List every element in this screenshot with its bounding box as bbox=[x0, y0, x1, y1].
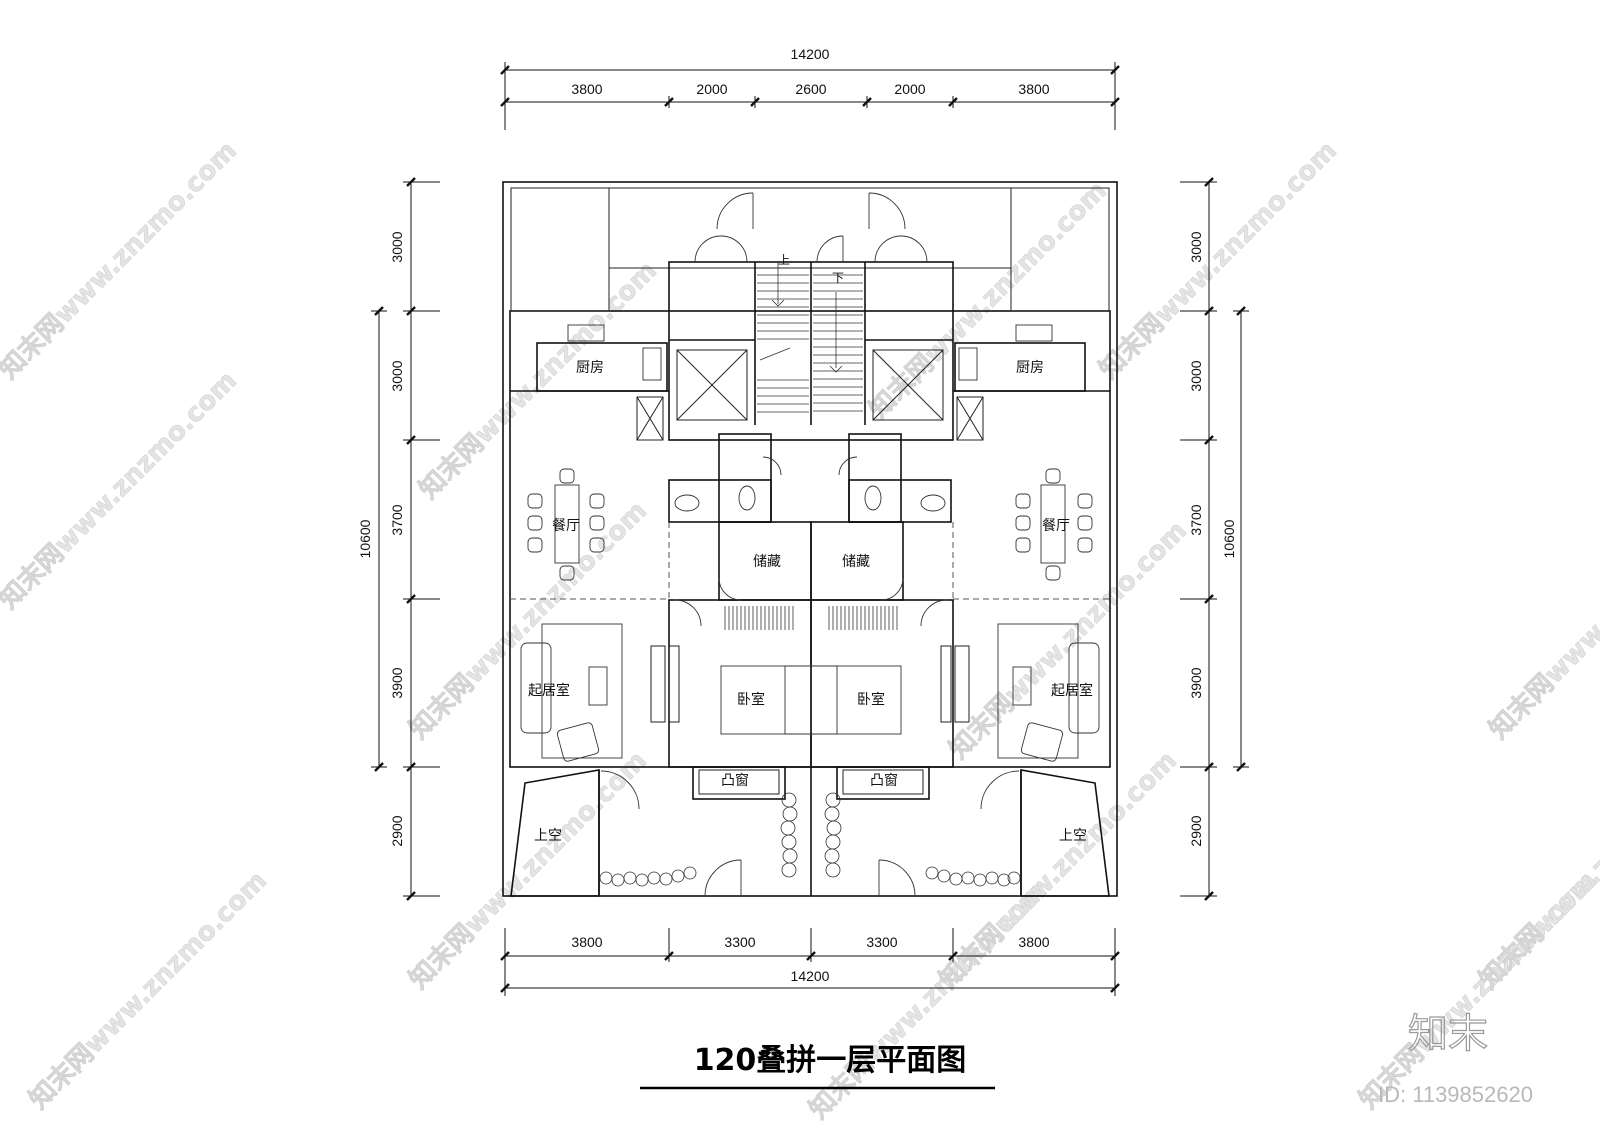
dim-left-segment: 3700 bbox=[389, 504, 405, 535]
watermark: 知末网www.znzmo.com bbox=[0, 366, 243, 615]
stairs bbox=[757, 262, 863, 413]
watermark: 知末网www.znzmo.com bbox=[1484, 496, 1600, 745]
room-label-storage-right: 储藏 bbox=[842, 554, 870, 570]
dim-right-segment: 3000 bbox=[1188, 231, 1204, 262]
watermark: 知末网www.znzmo.com bbox=[24, 866, 273, 1115]
dim-right-segment: 3700 bbox=[1188, 504, 1204, 535]
room-label-void-left: 上空 bbox=[534, 828, 562, 844]
watermark: 知末网www.znzmo.com bbox=[944, 516, 1193, 765]
brand-logo: 知末 bbox=[1408, 1011, 1488, 1057]
dim-top-segment: 3800 bbox=[1018, 81, 1049, 97]
dim-left-total: 10600 bbox=[357, 519, 373, 558]
dim-right-segment: 3900 bbox=[1188, 667, 1204, 698]
dim-top-segment: 2000 bbox=[894, 81, 925, 97]
watermark: 知末网www.znzmo.com bbox=[414, 256, 663, 505]
dim-bottom-segment: 3800 bbox=[1018, 934, 1049, 950]
room-label-bedroom-right: 卧室 bbox=[857, 691, 885, 708]
room-label-living-right: 起居室 bbox=[1051, 682, 1093, 699]
dim-right-total: 10600 bbox=[1221, 519, 1237, 558]
room-label-dining-left: 餐厅 bbox=[552, 518, 580, 534]
dim-bottom-segment: 3300 bbox=[866, 934, 897, 950]
drawing-title: 120叠拼一层平面图 bbox=[694, 1043, 967, 1078]
room-label-bay-window-left: 凸窗 bbox=[721, 772, 749, 789]
dim-bottom-total: 14200 bbox=[791, 968, 830, 984]
dimension-lines bbox=[371, 62, 1249, 996]
room-label-kitchen-left: 厨房 bbox=[576, 360, 604, 376]
room-label-storage-left: 储藏 bbox=[753, 554, 781, 570]
room-label-dining-right: 餐厅 bbox=[1042, 518, 1070, 534]
watermark: 知末网www.znzmo.com bbox=[1474, 746, 1600, 995]
room-label-kitchen-right: 厨房 bbox=[1016, 360, 1044, 376]
dim-left-segment: 3000 bbox=[389, 231, 405, 262]
dim-top-segment: 2600 bbox=[795, 81, 826, 97]
watermark: 知末网www.znzmo.com bbox=[934, 746, 1183, 995]
doors bbox=[600, 192, 1020, 897]
stair-treads-lower bbox=[724, 606, 898, 630]
dim-left-segment: 3000 bbox=[389, 360, 405, 391]
dim-top-segment: 2000 bbox=[696, 81, 727, 97]
room-label-void-right: 上空 bbox=[1059, 828, 1087, 844]
dim-top-total: 14200 bbox=[791, 46, 830, 62]
walls bbox=[502, 181, 1118, 897]
stair-label-down: 下 bbox=[832, 271, 844, 285]
dim-bottom-segment: 3800 bbox=[571, 934, 602, 950]
dimension-ticks bbox=[374, 65, 1246, 993]
landscaping bbox=[599, 792, 1021, 887]
dim-right-segment: 2900 bbox=[1188, 815, 1204, 846]
dim-left-segment: 3900 bbox=[389, 667, 405, 698]
watermark: 知末网www.znzmo.com bbox=[404, 496, 653, 745]
stair-label-up: 上 bbox=[778, 253, 790, 267]
brand-id: ID: 1139852620 bbox=[1378, 1082, 1533, 1107]
watermark: 知末网www.znzmo.com bbox=[0, 136, 243, 385]
furniture bbox=[520, 324, 1100, 762]
room-label-bedroom-left: 卧室 bbox=[737, 691, 765, 708]
dim-left-segment: 2900 bbox=[389, 815, 405, 846]
dim-bottom-segment: 3300 bbox=[724, 934, 755, 950]
dim-right-segment: 3000 bbox=[1188, 360, 1204, 391]
dim-top-segment: 3800 bbox=[571, 81, 602, 97]
room-label-bay-window-right: 凸窗 bbox=[870, 772, 898, 789]
room-label-living-left: 起居室 bbox=[528, 682, 570, 699]
watermark: 知末网www.znzmo.com bbox=[1094, 136, 1343, 385]
